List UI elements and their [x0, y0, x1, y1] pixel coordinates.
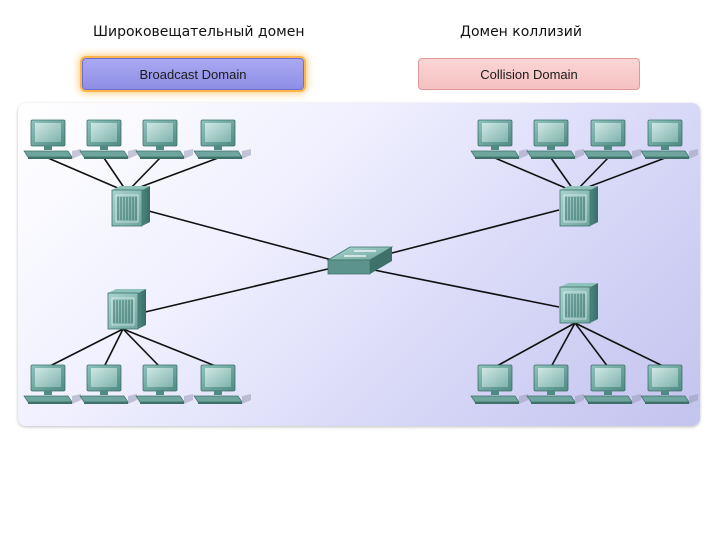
link-top-left-1 [47, 157, 128, 193]
computer-top-right-4-icon[interactable] [640, 119, 698, 159]
hub-top-right-icon[interactable] [559, 186, 598, 227]
broadcast-domain-caption: Широковещательный домен [93, 24, 305, 40]
link-bottom-right-2 [550, 322, 576, 368]
collision-domain-caption: Домен коллизий [460, 24, 582, 40]
computer-bottom-right-2-icon[interactable] [526, 364, 584, 404]
link-top-right-1 [494, 157, 576, 193]
link-bottom-left-3 [122, 328, 161, 368]
network-devices [23, 119, 698, 404]
computer-bottom-right-1-icon[interactable] [470, 364, 528, 404]
link-hub-top-right-switch [387, 209, 560, 255]
computer-top-left-4-icon[interactable] [193, 119, 251, 159]
link-bottom-left-1 [47, 328, 124, 368]
computer-bottom-left-4-icon[interactable] [193, 364, 251, 404]
computer-top-right-3-icon[interactable] [583, 119, 641, 159]
computer-top-right-2-icon[interactable] [526, 119, 584, 159]
link-hub-bottom-right-switch [373, 269, 560, 308]
hub-bottom-right-icon[interactable] [559, 283, 598, 324]
computer-bottom-right-4-icon[interactable] [640, 364, 698, 404]
link-bottom-left-4 [122, 328, 219, 368]
computer-top-left-1-icon[interactable] [23, 119, 81, 159]
computer-top-left-2-icon[interactable] [79, 119, 137, 159]
computer-top-right-1-icon[interactable] [470, 119, 528, 159]
link-bottom-right-3 [574, 322, 609, 368]
computer-bottom-right-3-icon[interactable] [583, 364, 641, 404]
hub-bottom-left-icon[interactable] [107, 289, 146, 330]
broadcast-domain-button[interactable]: Broadcast Domain [82, 58, 304, 90]
link-hub-top-left-switch [144, 209, 333, 261]
link-bottom-right-1 [494, 322, 576, 368]
computer-bottom-left-2-icon[interactable] [79, 364, 137, 404]
central-switch-icon[interactable] [326, 246, 394, 275]
computer-top-left-3-icon[interactable] [135, 119, 193, 159]
link-bottom-left-2 [103, 328, 124, 368]
computer-bottom-left-3-icon[interactable] [135, 364, 193, 404]
computer-bottom-left-1-icon[interactable] [23, 364, 81, 404]
hub-top-left-icon[interactable] [111, 186, 150, 227]
collision-domain-button[interactable]: Collision Domain [418, 58, 640, 90]
link-hub-bottom-left-switch [140, 267, 333, 314]
link-bottom-right-4 [574, 322, 666, 368]
